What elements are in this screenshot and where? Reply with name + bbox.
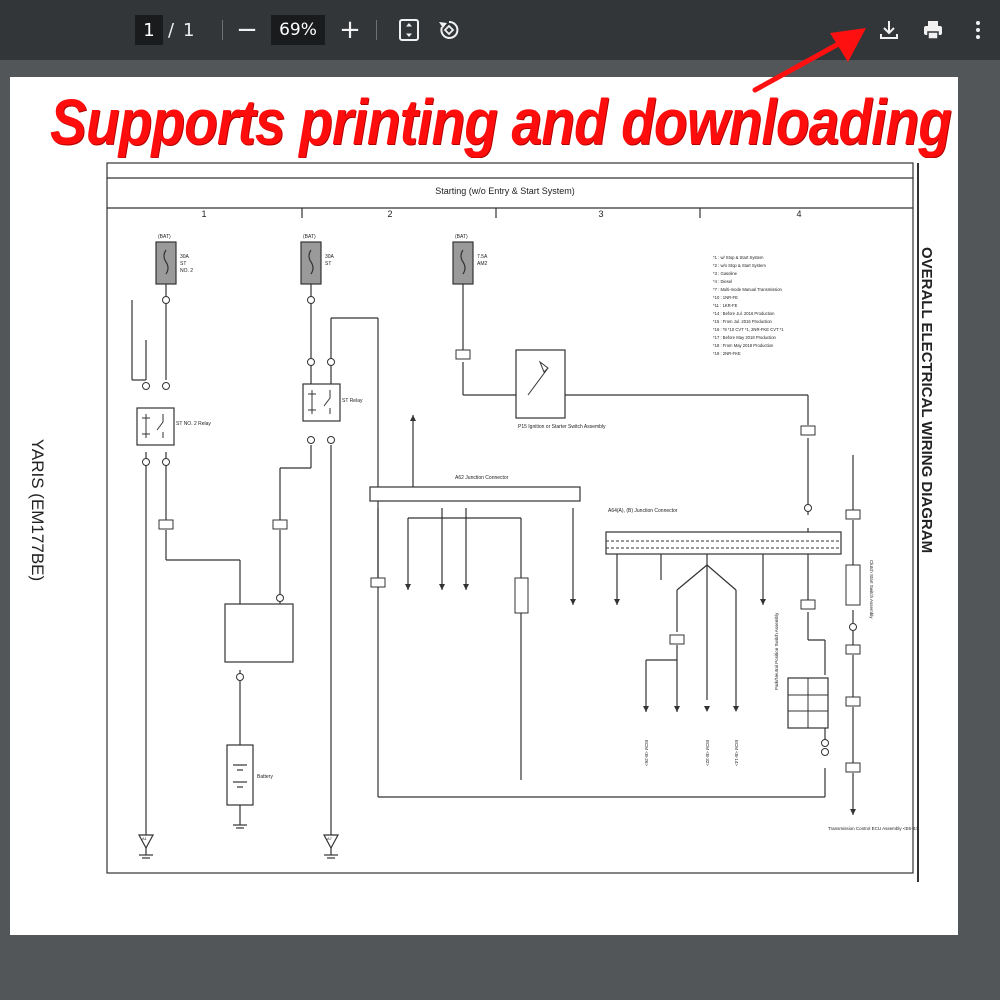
more-options-icon — [976, 21, 980, 39]
ground-label: A7 — [327, 836, 333, 841]
fuse-rating: 30A — [180, 254, 190, 260]
ground-label: A1 — [142, 836, 148, 841]
legend-item: *16 : *8 *10 CVT *1, 2NR-FKE CVT *1 — [713, 327, 784, 332]
page-total: 1 — [183, 19, 195, 41]
legend-item: *10 : 1NR-FE — [713, 295, 738, 300]
rotate-icon — [439, 20, 459, 39]
relay-label: ST Relay — [342, 398, 363, 404]
ecm-label: ECM <B-32> — [705, 740, 710, 766]
legend-item: *18 : From May 2018 Production — [713, 343, 774, 348]
column-label: 1 — [201, 209, 206, 219]
toolbar-divider — [222, 20, 223, 40]
fuse-name: ST — [180, 261, 186, 267]
junction-connector-label: A64(A), (B) Junction Connector — [608, 508, 678, 514]
legend-item: *11 : 1KR-FE — [713, 303, 738, 308]
transmission-ecu-label: Transmission Control ECU Assembly <E6-B> — [828, 826, 918, 831]
legend-item: *4 : Diesel — [713, 279, 732, 284]
download-icon — [880, 21, 898, 39]
zoom-level-input[interactable]: 69% — [271, 15, 325, 45]
zoom-in-button[interactable]: + — [339, 15, 361, 45]
page-separator: / — [168, 19, 175, 41]
legend-item: *17 : Before May 2018 Production — [713, 335, 777, 340]
legend-item: *1 : w/ Stop & Start System — [713, 255, 764, 260]
legend-item: *15 : From Jul. 2016 Production — [713, 319, 773, 324]
download-button[interactable] — [873, 14, 905, 46]
print-button[interactable] — [917, 14, 949, 46]
legend-item: *2 : w/o Stop & Start System — [713, 263, 766, 268]
diagram-heading: OVERALL ELECTRICAL WIRING DIAGRAM — [918, 247, 935, 553]
legend-item: *19 : 2NR-FKE — [713, 351, 741, 356]
relay-label: ST NO. 2 Relay — [176, 421, 211, 427]
document-page — [10, 77, 958, 935]
fuse-rating: 30A — [325, 254, 335, 260]
vehicle-label: YARIS (EM177BE) — [28, 439, 47, 581]
fuse-source: (BAT) — [158, 234, 171, 240]
column-label: 2 — [387, 209, 392, 219]
clutch-switch-label: Clutch Start Switch Assembly — [869, 560, 874, 619]
fuse-sub: NO. 2 — [180, 268, 193, 274]
neutral-switch-label: Park/Neutral Position Switch Assembly — [774, 612, 779, 690]
zoom-out-button[interactable]: − — [236, 15, 258, 45]
more-options-button[interactable] — [962, 14, 994, 46]
battery-label: Battery — [257, 774, 273, 780]
ecm-label: ECM <B-26> — [644, 740, 649, 766]
fuse-name: ST — [325, 261, 331, 267]
fit-page-icon — [399, 19, 419, 41]
fuse-source: (BAT) — [303, 234, 316, 240]
fit-page-button[interactable] — [393, 14, 425, 46]
legend-item: *7 : Multi-mode Manual Transmission — [713, 287, 783, 292]
legend-item: *3 : Gasoline — [713, 271, 738, 276]
promo-banner: Supports printing and downloading — [50, 86, 952, 158]
rotate-button[interactable] — [433, 14, 465, 46]
diagram-title: Starting (w/o Entry & Start System) — [435, 186, 575, 196]
column-label: 4 — [796, 209, 801, 219]
fuse-name: AM2 — [477, 261, 488, 267]
page-number-input[interactable]: 1 — [135, 15, 163, 45]
junction-connector-label: A62 Junction Connector — [455, 475, 509, 481]
print-icon — [924, 21, 942, 40]
ecm-label: ECM <B-14> — [734, 740, 739, 766]
fuse-rating: 7.5A — [477, 254, 488, 260]
column-label: 3 — [598, 209, 603, 219]
toolbar-divider — [376, 20, 377, 40]
switch-label: P15 Ignition or Starter Switch Assembly — [518, 424, 606, 430]
fuse-source: (BAT) — [455, 234, 468, 240]
legend-item: *14 : Before Jul. 2016 Production — [713, 311, 775, 316]
